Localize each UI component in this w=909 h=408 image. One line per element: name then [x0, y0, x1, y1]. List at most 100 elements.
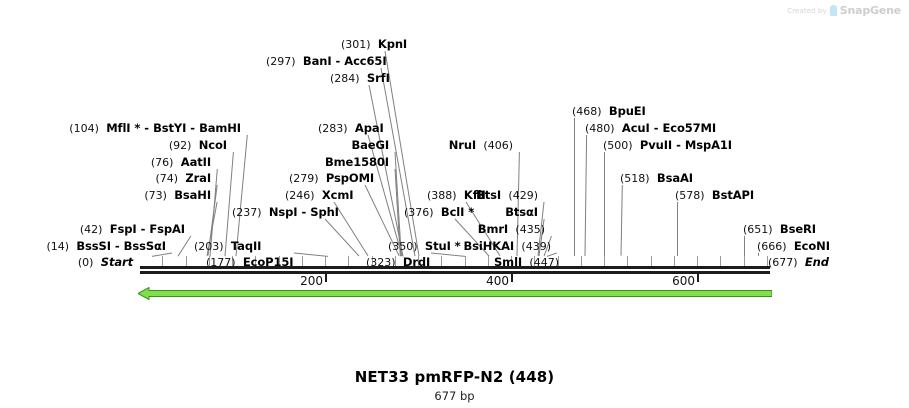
enzyme-separator: - [186, 121, 200, 135]
enzyme-position: (468) [572, 105, 602, 119]
ruler-tick [371, 256, 373, 266]
leader-line [394, 151, 402, 257]
enzyme-label-pvuii[interactable]: (500) PvuII - MspA1I [603, 139, 732, 152]
enzyme-name: TaqII [230, 238, 262, 253]
axis-major-tick [697, 274, 699, 282]
enzyme-name: SmlI [494, 255, 523, 270]
enzyme-label-start[interactable]: (0) Start [78, 256, 133, 269]
enzyme-name: BssSI [76, 238, 111, 253]
ruler-tick [766, 256, 768, 266]
enzyme-name: EcoP15I [242, 255, 294, 270]
enzyme-label-bsssi[interactable]: (14) BssSI - BssSαI [46, 240, 166, 253]
orf-arrow[interactable] [138, 287, 772, 300]
leader-line [151, 252, 173, 257]
enzyme-label-pspomi[interactable]: (279) PspOMI [289, 172, 374, 185]
enzyme-separator: - [672, 137, 685, 152]
enzyme-label-bsaai[interactable]: (518) BsaAI [620, 172, 693, 185]
page-title: NET33 pmRFP-N2 (448) [354, 368, 555, 386]
enzyme-label-kfli[interactable]: (388) KflI [427, 189, 486, 202]
enzyme-label-bmri[interactable]: BmrI (435) [478, 223, 545, 236]
leader-line [364, 185, 400, 257]
enzyme-label-bcli[interactable]: (376) BclI * [404, 206, 474, 219]
leader-line [368, 84, 404, 257]
enzyme-label-btsi[interactable]: BtsI (429) [476, 189, 538, 202]
enzyme-position: (76) [150, 155, 174, 169]
leader-line [394, 168, 401, 257]
enzyme-label-bani[interactable]: (297) BanI - Acc65I [266, 55, 387, 68]
leader-line [465, 201, 501, 257]
enzyme-label-bme1580i[interactable]: Bme1580I [325, 156, 389, 168]
enzyme-name: EcoNI [793, 238, 830, 253]
enzyme-name: End [804, 255, 829, 270]
ruler-tick [162, 256, 164, 266]
enzyme-position: (518) [620, 172, 650, 186]
enzyme-label-nspi[interactable]: (237) NspI - SphI [232, 206, 339, 219]
axis-major-tick [325, 274, 327, 282]
enzyme-label-ecop15i[interactable]: (177) EcoP15I [206, 256, 294, 269]
enzyme-position: (279) [289, 172, 319, 186]
enzyme-label-kpni[interactable]: (301) KpnI [341, 38, 407, 51]
leader-line [454, 218, 490, 257]
ruler-tick [394, 256, 396, 266]
enzyme-position: (0) [77, 256, 94, 270]
enzyme-position: (73) [144, 189, 167, 203]
leader-line [293, 252, 329, 257]
leader-line [516, 151, 520, 257]
ruler-tick [697, 256, 698, 266]
enzyme-label-drdi[interactable]: (323) DrdI [366, 256, 430, 269]
enzyme-label-ncoi[interactable]: (92) NcoI [169, 139, 227, 152]
orf-arrow-shape [138, 287, 772, 300]
ruler-tick [441, 256, 443, 266]
enzyme-separator: - [110, 238, 124, 253]
ruler-tick [557, 256, 559, 266]
enzyme-label-bstapi[interactable]: (578) BstAPI [675, 189, 754, 202]
enzyme-position: (42) [79, 222, 103, 236]
enzyme-label-econi[interactable]: (666) EcoNI [757, 240, 830, 253]
leader-line [384, 50, 420, 257]
enzyme-label-fspi[interactable]: (42) FspI - FspAI [80, 223, 185, 236]
enzyme-label-mfli[interactable]: (104) MflI * - BstYI - BamHI [69, 122, 241, 135]
enzyme-name: BsaAI [656, 171, 693, 186]
enzyme-label-nrui[interactable]: NruI (406) [449, 139, 513, 152]
axis-label: 200 [300, 274, 323, 288]
enzyme-name: BanI [302, 53, 332, 68]
enzyme-label-bpuei[interactable]: (468) BpuEI [572, 105, 646, 118]
enzyme-label-srfi[interactable]: (284) SrfI [330, 72, 390, 85]
ruler-tick [464, 256, 466, 266]
enzyme-name: Acc65I [344, 53, 387, 68]
enzyme-separator: - [331, 53, 345, 68]
ruler-tick [255, 256, 257, 266]
enzyme-label-end[interactable]: (677) End [768, 256, 829, 269]
enzyme-name: XcmI [321, 188, 354, 203]
ruler-tick [301, 256, 303, 266]
leader-line [546, 252, 558, 257]
enzyme-position: (92) [168, 138, 192, 152]
enzyme-label-stui[interactable]: (350) StuI * [388, 240, 461, 253]
enzyme-label-taqii[interactable]: (203) TaqII [194, 240, 261, 253]
enzyme-label-apai[interactable]: (283) ApaI [318, 122, 384, 135]
ruler-tick [743, 256, 745, 266]
enzyme-label-smli[interactable]: SmlI (447) [494, 256, 559, 269]
ruler-tick [604, 256, 605, 266]
enzyme-label-baegi[interactable]: BaeGI [351, 139, 389, 151]
ruler-tick [580, 256, 582, 266]
enzyme-name: MflI * [106, 121, 141, 135]
enzyme-label-aatii[interactable]: (76) AatII [151, 156, 211, 169]
enzyme-label-zrai[interactable]: (74) ZraI [155, 172, 211, 185]
leader-line [758, 252, 760, 256]
enzyme-label-acui[interactable]: (480) AcuI - Eco57MI [585, 122, 716, 135]
enzyme-label-bseri[interactable]: (651) BseRI [743, 223, 816, 236]
enzyme-label-xcmi[interactable]: (246) XcmI [285, 188, 354, 203]
enzyme-name: Bme1580I [324, 154, 389, 169]
ruler-tick [418, 256, 419, 266]
ruler-tick [232, 256, 233, 266]
enzyme-label-bsihkai[interactable]: BsiHKAI (439) [464, 240, 551, 253]
axis-major-tick [511, 274, 513, 282]
enzyme-label-btsai[interactable]: BtsαI [505, 206, 538, 218]
enzyme-label-bsahi[interactable]: (73) BsaHI [144, 189, 211, 202]
ruler-tick [720, 256, 722, 266]
enzyme-name: BamHI [199, 121, 241, 135]
leader-line [324, 218, 360, 257]
axis-label: 600 [672, 274, 695, 288]
leader-line [224, 151, 234, 257]
